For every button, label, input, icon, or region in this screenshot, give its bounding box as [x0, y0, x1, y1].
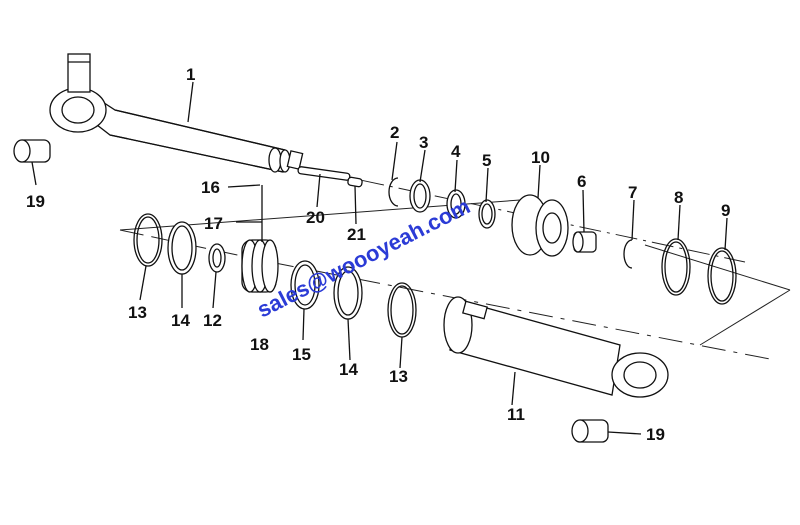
callout-14-left: 14 [171, 311, 190, 330]
callout-2: 2 [390, 123, 399, 142]
set-screw [347, 176, 363, 188]
callout-19-left: 19 [26, 192, 45, 211]
rod-eye [49, 53, 107, 133]
callout-1: 1 [186, 65, 195, 84]
callout-12: 12 [203, 311, 222, 330]
callout-7: 7 [628, 183, 637, 202]
retaining-ring-7 [623, 239, 633, 269]
seal-14-right [333, 266, 363, 320]
leader-lines [31, 81, 728, 435]
backup-ring-9 [707, 247, 737, 305]
piston-rod [87, 93, 304, 173]
callout-6: 6 [577, 172, 586, 191]
washer-12 [208, 243, 226, 273]
callout-14-right: 14 [339, 360, 358, 379]
bushing-right [571, 419, 609, 443]
bushing-6 [572, 231, 597, 253]
o-ring-13-right [387, 282, 417, 338]
bushing-left [13, 139, 51, 163]
callout-9: 9 [721, 201, 730, 220]
callout-15: 15 [292, 345, 311, 364]
callout-13-right: 13 [389, 367, 408, 386]
seal-4 [446, 189, 466, 219]
callout-3: 3 [419, 133, 428, 152]
callout-19-right: 19 [646, 425, 665, 444]
guide-sleeve-10 [511, 194, 569, 257]
locking-pin [297, 166, 351, 181]
seal-15 [290, 260, 320, 310]
piston-18 [241, 239, 279, 293]
seal-14-left [167, 221, 197, 275]
callout-5: 5 [482, 151, 491, 170]
cylinder-barrel [443, 296, 669, 398]
o-ring-8 [661, 238, 691, 296]
callout-4: 4 [451, 142, 461, 161]
seal-5 [478, 199, 496, 229]
watermark-email: sales@woooyeah.com [253, 193, 474, 322]
callout-11: 11 [507, 405, 525, 424]
o-ring-13-left [133, 213, 163, 267]
callout-21: 21 [347, 225, 366, 244]
callout-16: 16 [201, 178, 220, 197]
seal-3 [409, 179, 431, 213]
retaining-ring-2 [388, 177, 399, 207]
callout-20: 20 [306, 208, 325, 227]
callout-17: 17 [204, 214, 223, 233]
callout-8: 8 [674, 188, 683, 207]
callout-18: 18 [250, 335, 269, 354]
callout-13-left: 13 [128, 303, 147, 322]
callout-10: 10 [531, 148, 550, 167]
